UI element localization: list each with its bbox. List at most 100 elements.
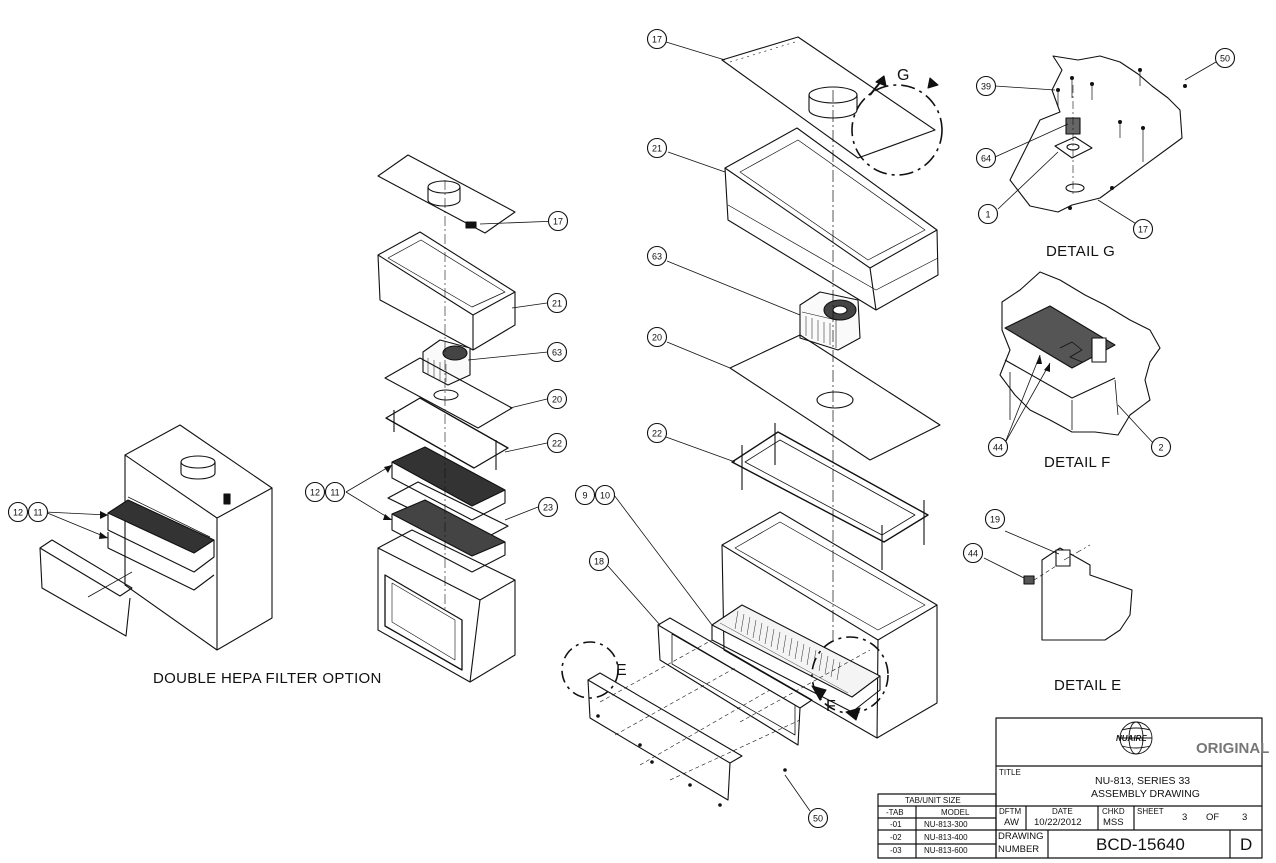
callout-b22a: 22 (646, 422, 668, 444)
tab-row-1-tab: -01 (890, 820, 902, 829)
callout-b44a: 44 (987, 436, 1009, 458)
original-stamp: ORIGINAL (1196, 740, 1270, 757)
nuaire-logo (1119, 721, 1153, 755)
sheet-value: 3 (1182, 812, 1188, 823)
svg-text:11: 11 (33, 508, 42, 518)
tab-row-3-model: NU-813-600 (924, 846, 968, 855)
svg-text:2: 2 (1158, 443, 1163, 453)
detail-f-letter: F (826, 698, 837, 715)
svg-text:11: 11 (330, 488, 339, 498)
cabinet (711, 511, 938, 739)
double-hepa-cabinet (39, 424, 273, 651)
sheet-label: SHEET (1137, 807, 1164, 816)
detail-f (999, 271, 1161, 436)
dftm-label: DFTM (999, 807, 1022, 816)
svg-text:9: 9 (582, 491, 587, 501)
svg-text:50: 50 (1220, 54, 1230, 64)
svg-text:17: 17 (652, 35, 662, 45)
callout-b50b: 50 (807, 807, 829, 829)
tab-row-2-tab: -02 (890, 833, 902, 842)
svg-text:50: 50 (813, 814, 823, 824)
tab-row-2-model: NU-813-400 (924, 833, 968, 842)
title-label: TITLE (999, 768, 1021, 777)
callout-b44b: 44 (962, 542, 984, 564)
of-label: OF (1206, 812, 1220, 823)
drawing-number: BCD-15640 (1096, 835, 1185, 854)
leader-lines (44, 41, 1217, 812)
title-line-1: NU-813, SERIES 33 (1095, 775, 1191, 787)
date-value: 10/22/2012 (1034, 817, 1082, 828)
svg-text:63: 63 (652, 252, 662, 262)
blower-motor (799, 291, 861, 351)
callout-b17a: 17 (646, 28, 668, 50)
center-stack (377, 154, 516, 683)
tab-table-header: TAB/UNIT SIZE (905, 796, 961, 805)
callout-b63a: 63 (646, 245, 668, 267)
svg-text:63: 63 (552, 348, 562, 358)
main-assembly (561, 36, 943, 807)
date-label: DATE (1052, 807, 1073, 816)
filter-frame (731, 423, 929, 570)
front-gasket (657, 617, 813, 746)
detail-g-label: DETAIL G (1046, 243, 1116, 260)
svg-text:17: 17 (1138, 225, 1148, 235)
tab-row-1-model: NU-813-300 (924, 820, 968, 829)
callout-b9: 9 (574, 484, 596, 506)
svg-text:20: 20 (652, 333, 662, 343)
callout-b23: 23 (537, 496, 559, 518)
svg-text:20: 20 (552, 395, 562, 405)
tab-col-header: -TAB (886, 808, 904, 817)
tab-row-3-tab: -03 (890, 846, 902, 855)
svg-text:22: 22 (552, 439, 562, 449)
svg-text:22: 22 (652, 429, 662, 439)
dftm-value: AW (1004, 817, 1019, 828)
svg-text:39: 39 (981, 82, 991, 92)
callout-b2: 2 (1150, 436, 1172, 458)
detail-g-letter: G (897, 67, 910, 84)
callout-b21a: 21 (646, 137, 668, 159)
hood (724, 127, 939, 311)
callout-b63b: 63 (546, 341, 568, 363)
front-cover (587, 672, 743, 801)
title-line-2: ASSEMBLY DRAWING (1091, 788, 1200, 800)
chkd-label: CHKD (1102, 807, 1125, 816)
svg-text:44: 44 (993, 443, 1003, 453)
callout-b12a: 12 (304, 481, 326, 503)
top-plate (721, 36, 936, 159)
svg-text:19: 19 (990, 515, 1000, 525)
callout-b39: 39 (975, 75, 997, 97)
callout-b17b: 17 (1132, 218, 1154, 240)
callout-b22b: 22 (546, 432, 568, 454)
callout-bubbles: 17 50 39 21 64 1 17 63 20 22 44 2 17 21 … (7, 28, 1236, 829)
svg-text:44: 44 (968, 549, 978, 559)
blower-plate (729, 334, 941, 461)
svg-text:21: 21 (652, 144, 662, 154)
svg-text:17: 17 (553, 217, 563, 227)
callout-b19: 19 (984, 508, 1006, 530)
svg-text:64: 64 (981, 154, 991, 164)
callout-b50a: 50 (1214, 47, 1236, 69)
callout-b10: 10 (594, 484, 616, 506)
callout-b11a: 11 (324, 481, 346, 503)
detail-e-circle (561, 641, 619, 699)
revision-letter: D (1240, 835, 1253, 854)
callout-b64: 64 (975, 147, 997, 169)
callout-b1: 1 (977, 203, 999, 225)
callout-b20a: 20 (646, 326, 668, 348)
svg-text:10: 10 (600, 491, 610, 501)
drawing-label-2: NUMBER (998, 844, 1040, 855)
callout-b20b: 20 (546, 388, 568, 410)
svg-text:12: 12 (13, 508, 23, 518)
callout-b11b: 11 (27, 501, 49, 523)
svg-text:12: 12 (310, 488, 320, 498)
detail-e-letter: E (616, 662, 627, 679)
detail-g (1009, 55, 1187, 213)
svg-text:23: 23 (543, 503, 553, 513)
model-col-header: MODEL (941, 808, 970, 817)
double-hepa-label: DOUBLE HEPA FILTER OPTION (153, 670, 382, 687)
callout-b18: 18 (588, 550, 610, 572)
callout-b17c: 17 (547, 210, 569, 232)
drawing-label-1: DRAWING (998, 831, 1044, 842)
detail-e (1023, 544, 1133, 641)
